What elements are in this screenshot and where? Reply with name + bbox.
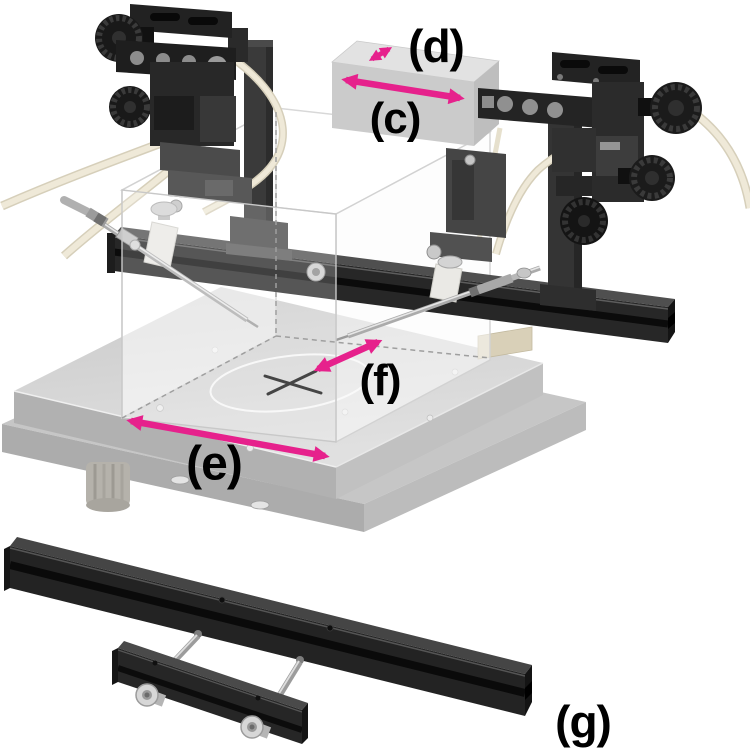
right-manipulator <box>426 52 750 303</box>
right-instrument <box>335 265 541 342</box>
dimension-label-c: (c) <box>369 94 422 143</box>
left-instrument <box>60 196 259 329</box>
base-foot <box>86 462 130 512</box>
hidden-edges-dashed <box>121 112 491 419</box>
thumbscrew-2 <box>240 715 272 739</box>
right-tool-clamp <box>429 255 463 303</box>
long-rail <box>4 537 532 716</box>
dovetail-rail-assembly <box>4 537 532 744</box>
target-cross-mark <box>263 369 323 396</box>
right-knob-middle <box>618 155 675 201</box>
dimension-label-g: (g) <box>555 696 612 748</box>
arrow-c <box>341 73 465 105</box>
right-knob-top <box>638 82 702 134</box>
acrylic-box-front-face <box>121 189 337 443</box>
arrow-f <box>313 339 383 372</box>
dimension-label-e: (e) <box>186 437 243 491</box>
left-top-slotted-plate <box>130 4 232 38</box>
dimension-arrows <box>126 46 465 462</box>
right-z-stage <box>426 148 506 262</box>
left-manipulator <box>0 4 287 269</box>
thumbscrew-1 <box>135 683 167 707</box>
left-knob-bottom <box>109 86 154 128</box>
right-knob-lower <box>560 197 608 245</box>
dimension-label-f: (f) <box>359 356 402 405</box>
dimension-label-d: (d) <box>408 20 465 72</box>
arrow-d <box>368 46 393 62</box>
arrow-e <box>126 415 330 462</box>
